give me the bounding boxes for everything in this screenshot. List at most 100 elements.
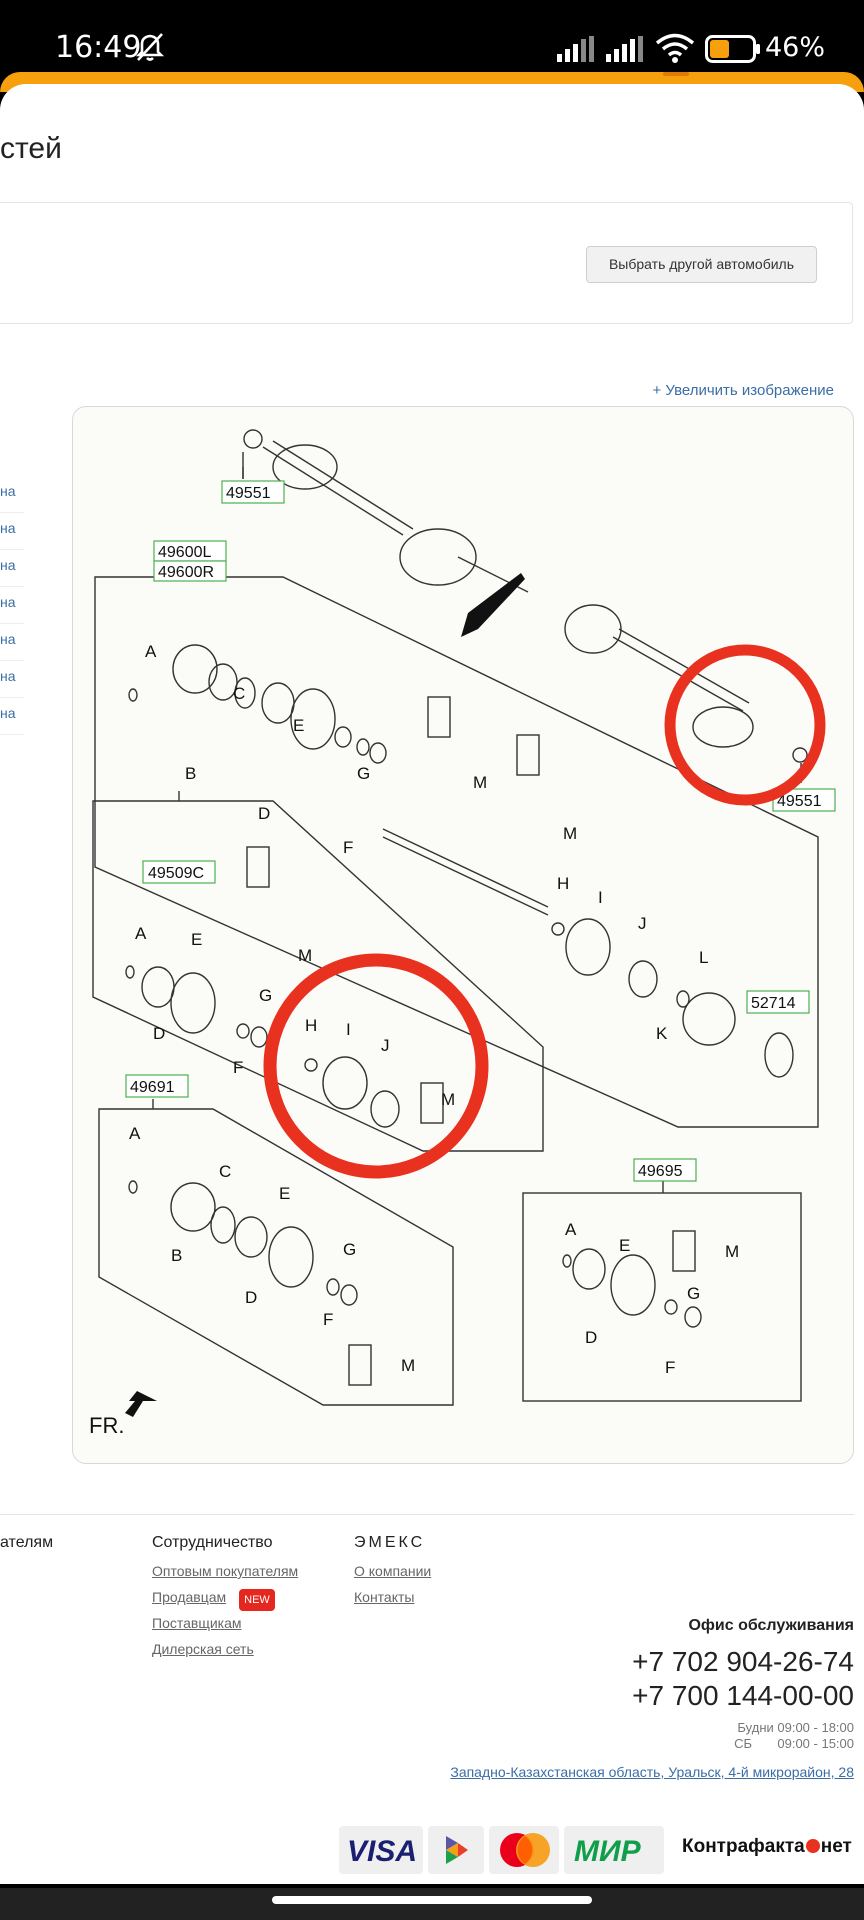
office-title: Офис обслуживания <box>688 1617 854 1634</box>
new-badge: NEW <box>239 1589 275 1611</box>
letter-label-a: A <box>135 924 147 943</box>
letter-label-j: J <box>638 914 647 933</box>
system-nav-bar <box>0 1888 864 1920</box>
letter-label-c: C <box>219 1162 231 1181</box>
letter-label-d: D <box>585 1328 597 1347</box>
sidebar-list: на на на на на на на <box>0 476 24 735</box>
group-outline-49691 <box>98 1108 454 1406</box>
visa-text: VISA <box>347 1835 418 1868</box>
phone-1[interactable]: +7 702 904-26-74 <box>632 1646 854 1677</box>
letter-label-g: G <box>343 1240 356 1259</box>
sidebar-item[interactable]: на <box>0 513 24 550</box>
mir-logo: МИР <box>564 1826 664 1874</box>
letter-label-k: K <box>656 1024 668 1043</box>
parts-diagram-svg: 49551 49600L 49600R 49551 49509C 52714 4… <box>89 429 836 1438</box>
letter-label-f: F <box>323 1310 333 1329</box>
letter-label-i: I <box>346 1020 351 1039</box>
part-label-52714[interactable]: 52714 <box>751 995 796 1012</box>
sidebar-item[interactable]: на <box>0 587 24 624</box>
letter-label-m: M <box>473 773 487 792</box>
sidebar-item[interactable]: на <box>0 698 24 735</box>
sbp-logo <box>428 1826 484 1874</box>
part-label-49509C[interactable]: 49509C <box>148 865 204 882</box>
contacts-link[interactable]: Контакты <box>354 1589 415 1605</box>
letter-label-m: M <box>563 824 577 843</box>
part-label-49691[interactable]: 49691 <box>130 1079 175 1096</box>
suppliers-link[interactable]: Поставщикам <box>152 1615 242 1631</box>
front-direction-label: FR. <box>89 1413 124 1438</box>
sidebar-item[interactable]: на <box>0 550 24 587</box>
sidebar-item[interactable]: на <box>0 624 24 661</box>
letter-label-e: E <box>279 1184 290 1203</box>
home-gesture-bar[interactable] <box>272 1896 592 1904</box>
battery-icon <box>705 35 760 63</box>
page-title: стей <box>0 132 62 165</box>
highlight-circle-inner-joint <box>263 953 489 1179</box>
letter-label-f: F <box>233 1058 243 1077</box>
group-outline-49509C <box>92 800 544 1152</box>
battery-percent: 46% <box>765 32 826 63</box>
sidebar-item[interactable]: на <box>0 661 24 698</box>
letter-label-d: D <box>245 1288 257 1307</box>
letter-label-d: D <box>153 1024 165 1043</box>
letter-label-l: L <box>699 948 708 967</box>
letter-label-a: A <box>565 1220 577 1239</box>
letter-label-m: M <box>298 946 312 965</box>
boot-top-1 <box>272 444 338 490</box>
mir-text: МИР <box>574 1835 641 1868</box>
about-link[interactable]: О компании <box>354 1563 432 1579</box>
letter-label-g: G <box>259 986 272 1005</box>
letter-label-g: G <box>687 1284 700 1303</box>
letter-label-e: E <box>191 930 202 949</box>
wifi-icon <box>655 33 695 63</box>
part-label-49600R[interactable]: 49600R <box>158 564 214 581</box>
letter-label-j: J <box>381 1036 390 1055</box>
visa-logo: VISA <box>339 1826 423 1874</box>
parts-diagram[interactable]: 49551 49600L 49600R 49551 49509C 52714 4… <box>72 406 854 1464</box>
address-link[interactable]: Западно-Казахстанская область, Уральск, … <box>450 1764 854 1780</box>
sbp-icon <box>446 1836 468 1864</box>
letter-label-f: F <box>343 838 353 857</box>
part-label-49600L[interactable]: 49600L <box>158 544 211 561</box>
boot-top-3 <box>564 604 622 654</box>
letter-label-e: E <box>619 1236 630 1255</box>
dealer-network-link[interactable]: Дилерская сеть <box>152 1641 254 1657</box>
phone-2[interactable]: +7 700 144-00-00 <box>632 1680 854 1711</box>
letter-label-h: H <box>305 1016 317 1035</box>
letter-label-e: E <box>293 716 304 735</box>
letter-label-a: A <box>129 1124 141 1143</box>
hours-weekdays: Будни 09:00 - 18:00 <box>737 1720 854 1735</box>
select-car-button[interactable]: Выбрать другой автомобиль <box>586 246 817 283</box>
part-label-49551-top[interactable]: 49551 <box>226 485 271 502</box>
letter-label-m: M <box>401 1356 415 1375</box>
letter-label-d: D <box>258 804 270 823</box>
footer-divider <box>0 1514 854 1515</box>
arrow-indicator <box>461 573 525 637</box>
mute-icon <box>135 33 165 61</box>
letter-label-b: B <box>171 1246 182 1265</box>
sellers-link[interactable]: Продавцам <box>152 1589 227 1605</box>
group-outline-49695 <box>522 1192 802 1402</box>
signal-icon-2 <box>606 36 643 62</box>
letter-label-m: M <box>441 1090 455 1109</box>
front-arrow-icon <box>125 1391 157 1417</box>
mastercard-icon <box>500 1833 550 1867</box>
wholesale-link[interactable]: Оптовым покупателям <box>152 1563 299 1579</box>
no-sign-icon <box>805 1839 820 1853</box>
part-label-49551-bottom[interactable]: 49551 <box>777 793 822 810</box>
status-bar: 16:49 46% <box>0 0 864 72</box>
letter-label-h: H <box>557 874 569 893</box>
cooperation-title: Сотрудничество <box>152 1534 273 1551</box>
letter-label-c: C <box>233 684 245 703</box>
sidebar-item[interactable]: на <box>0 476 24 513</box>
hours-saturday: СБ 09:00 - 15:00 <box>734 1736 854 1751</box>
boot-top-2 <box>399 528 477 586</box>
footer-col1-title: ателям <box>0 1534 54 1551</box>
web-page: стей Выбрать другой автомобиль + Увеличи… <box>0 84 864 1884</box>
zoom-image-link[interactable]: + Увеличить изображение <box>652 382 834 399</box>
part-label-49695[interactable]: 49695 <box>638 1163 683 1180</box>
letter-label-m: M <box>725 1242 739 1261</box>
company-title: ЭМЕКС <box>354 1534 426 1551</box>
letter-label-b: B <box>185 764 196 783</box>
